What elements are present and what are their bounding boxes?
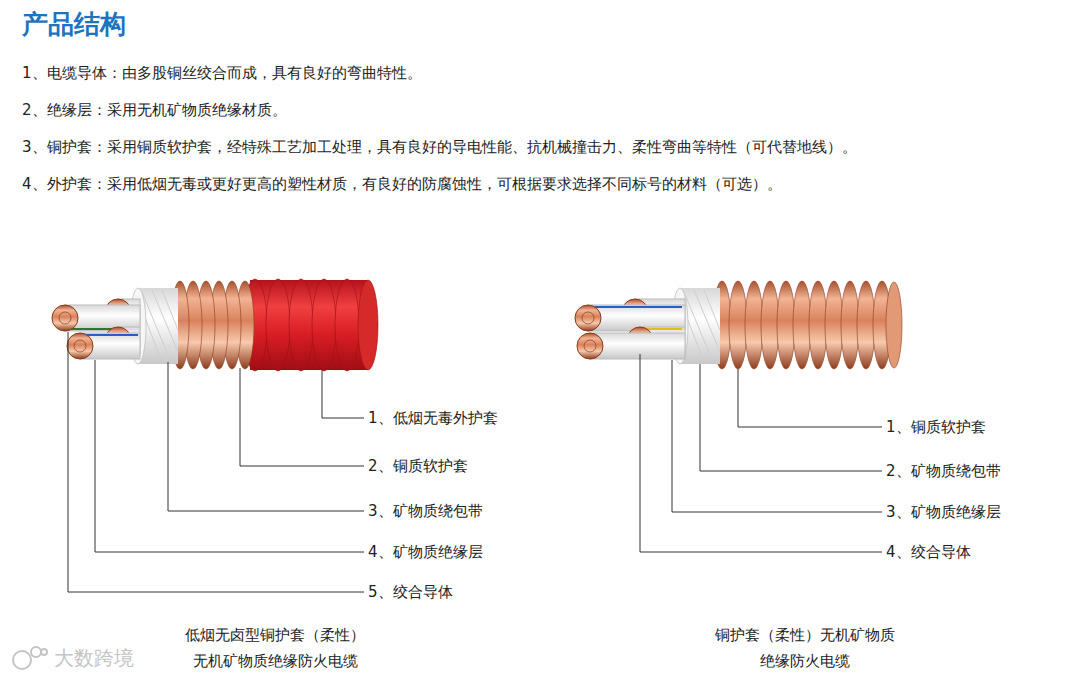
description-line: 1、电缆导体：由多股铜丝绞合而成，具有良好的弯曲特性。 (22, 63, 422, 83)
watermark-logo (13, 647, 47, 669)
callout-label: 1、铜质软护套 (884, 417, 988, 437)
cable-caption: 铜护套（柔性）无机矿物质 绝缘防火电缆 (713, 622, 898, 674)
callout-label: 5、绞合导体 (366, 582, 455, 602)
callout-label: 3、矿物质绕包带 (366, 501, 485, 521)
callout-label: 4、矿物质绝缘层 (366, 542, 485, 562)
left-cable (52, 279, 378, 371)
watermark: 大数跨境 (54, 646, 134, 670)
page-title: 产品结构 (22, 8, 126, 40)
callout-label: 4、绞合导体 (884, 542, 973, 562)
description-line: 3、铜护套：采用铜质软护套，经特殊工艺加工处理，具有良好的导电性能、抗机械撞击力… (22, 137, 857, 157)
right-cable (575, 281, 902, 369)
callout-label: 1、低烟无毒外护套 (366, 408, 500, 428)
callout-label: 2、矿物质绕包带 (884, 461, 1003, 481)
leader-lines (68, 332, 882, 592)
description-line: 4、外护套：采用低烟无毒或更好更高的塑性材质，有良好的防腐蚀性，可根据要求选择不… (22, 174, 782, 194)
callout-label: 3、矿物质绝缘层 (884, 502, 1003, 522)
callout-label: 2、铜质软护套 (366, 456, 470, 476)
cable-caption: 低烟无卤型铜护套（柔性） 无机矿物质绝缘防火电缆 (183, 622, 368, 674)
description-line: 2、绝缘层：采用无机矿物质绝缘材质。 (22, 100, 287, 120)
